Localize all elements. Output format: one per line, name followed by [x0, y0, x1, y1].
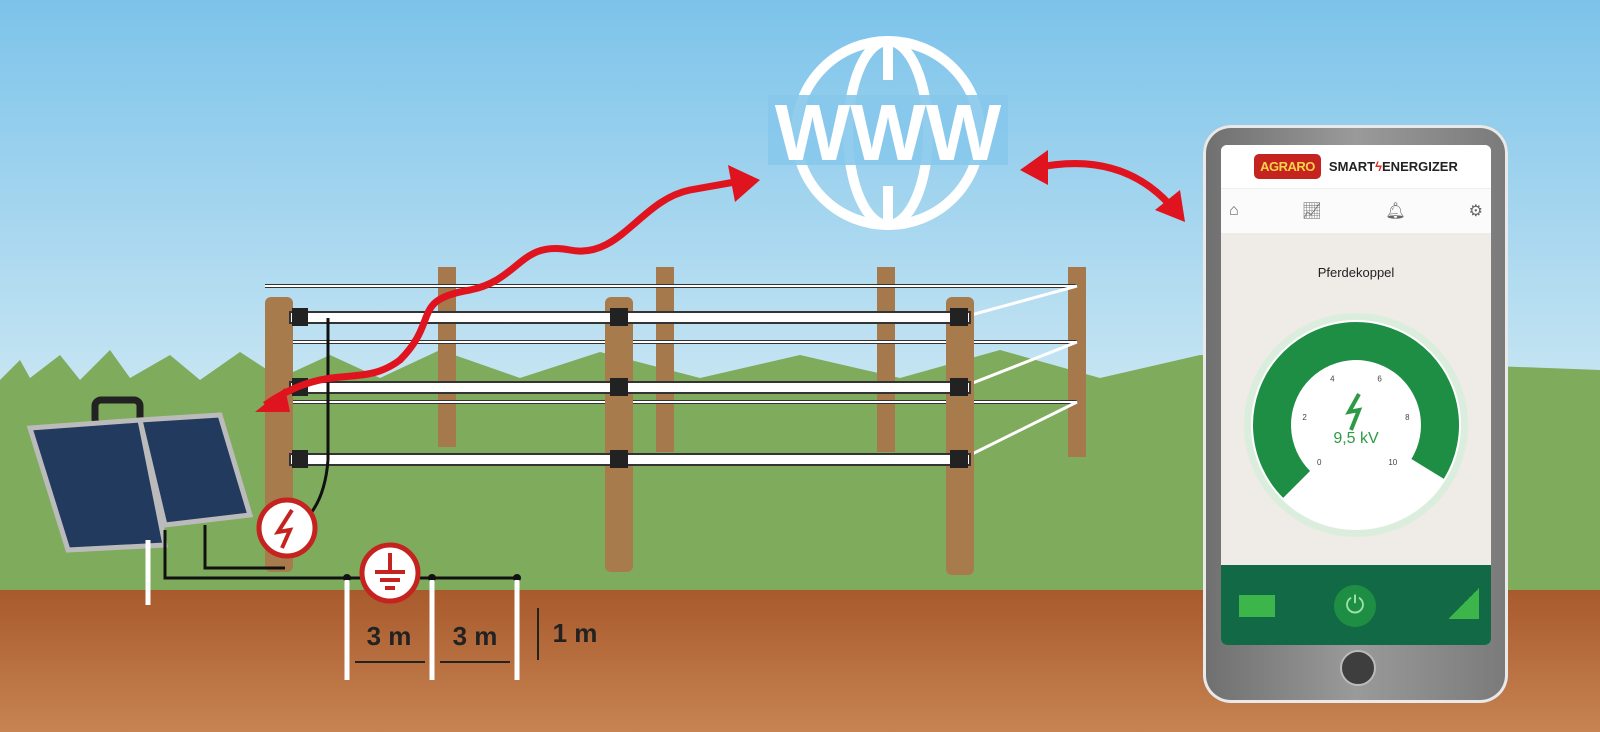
bolt-icon [1345, 393, 1363, 431]
bolt-icon: ϟ [1375, 159, 1383, 174]
distance-label-1: 3 m [367, 621, 412, 651]
app-screen: AGRARO SMARTϟENERGIZER ⌂ 📈︎ 🔔︎ ⚙ Pferdek… [1221, 145, 1491, 645]
home-icon[interactable]: ⌂ [1229, 202, 1239, 219]
gauge-value-arc [1253, 322, 1459, 498]
distance-label-2: 3 m [453, 621, 498, 651]
gauge-tick-label: 0 [1317, 458, 1322, 467]
gauge-tick-label: 8 [1405, 413, 1410, 422]
ground-rods [344, 580, 520, 680]
fence-name: Pferdekoppel [1317, 265, 1395, 280]
gauge-tick-label: 2 [1302, 413, 1307, 422]
bidirectional-arrow [1034, 160, 1173, 208]
grass [0, 350, 1600, 600]
signal-strength-icon [1449, 587, 1479, 619]
battery-icon [1239, 595, 1275, 617]
gauge-tick-label: 4 [1330, 375, 1335, 384]
app-bottom-bar: ⏻ [1221, 565, 1491, 645]
smartphone: AGRARO SMARTϟENERGIZER ⌂ 📈︎ 🔔︎ ⚙ Pferdek… [1203, 125, 1508, 703]
power-button[interactable]: ⏻ [1334, 585, 1376, 627]
solar-energizer [26, 396, 254, 605]
chart-icon[interactable]: 📈︎ [1301, 203, 1323, 220]
depth-label: 1 m [553, 618, 598, 648]
ground-symbol [359, 542, 421, 604]
voltage-symbol [256, 497, 318, 559]
signal-wave-arrow [263, 178, 736, 408]
agraro-logo: AGRARO [1254, 154, 1321, 179]
www-label: WWW [775, 88, 1002, 177]
gauge-tick-label: 10 [1388, 458, 1397, 467]
home-button[interactable] [1340, 650, 1376, 686]
side-wires [959, 284, 1078, 462]
brand-smart: SMART [1328, 159, 1376, 174]
alarm-icon[interactable]: 🔔︎ [1385, 203, 1406, 220]
gear-icon[interactable]: ⚙ [1468, 203, 1483, 220]
voltage-readout: 9,5 kV [1333, 430, 1379, 447]
gauge-tick-label: 6 [1377, 375, 1382, 384]
app-header: AGRARO SMARTϟENERGIZER [1221, 145, 1491, 188]
app-nav: ⌂ 📈︎ 🔔︎ ⚙ [1221, 188, 1491, 233]
voltage-gauge: 0 2 4 6 8 10 [1244, 313, 1468, 537]
brand-energizer: ENERGIZER [1382, 159, 1458, 174]
